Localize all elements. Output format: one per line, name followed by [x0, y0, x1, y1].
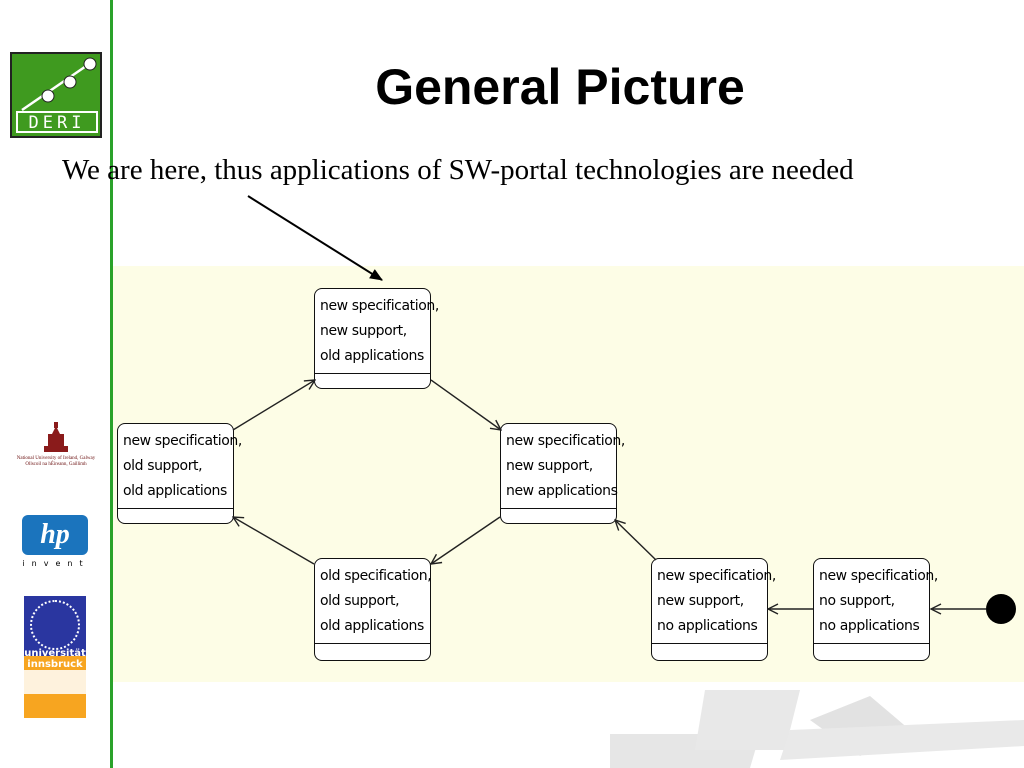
- state-separator: [501, 508, 616, 509]
- state-line: old specification,: [320, 568, 432, 584]
- state-line: old support,: [320, 593, 400, 609]
- nui-crest-icon: [44, 422, 68, 452]
- uibk-logo-band: [24, 670, 86, 694]
- slide-title: General Picture: [375, 59, 745, 115]
- state-line: old support,: [123, 458, 203, 474]
- state-new-spec-no-support-no-apps: new specification, no support, no applic…: [813, 558, 938, 661]
- hp-logo: hp invent: [18, 515, 94, 570]
- state-line: no support,: [819, 593, 895, 609]
- deri-logo-graphic: [21, 57, 97, 112]
- deri-logo: DERI: [10, 52, 102, 138]
- state-new-spec-new-support-no-apps: new specification, new support, no appli…: [651, 558, 776, 661]
- state-separator: [315, 643, 430, 644]
- state-line: no applications: [657, 618, 758, 634]
- uibk-seal-icon: [30, 600, 80, 650]
- state-line: new support,: [320, 323, 407, 339]
- state-line: old applications: [320, 348, 424, 364]
- nui-logo-line-1: National University of Ireland, Galway: [16, 456, 96, 461]
- state-line: new applications: [506, 483, 618, 499]
- state-new-spec-new-support-old-apps: new specification, new support, old appl…: [314, 288, 439, 389]
- state-separator: [315, 373, 430, 374]
- deri-logo-text: DERI: [16, 111, 98, 133]
- state-line: new support,: [506, 458, 593, 474]
- watermark-graphic: [610, 690, 1024, 768]
- state-separator: [814, 643, 929, 644]
- state-new-spec-old-support-old-apps: new specification, old support, old appl…: [117, 423, 242, 524]
- hp-logo-badge: hp: [22, 515, 88, 555]
- state-line: new specification,: [123, 433, 242, 449]
- state-separator: [118, 508, 233, 509]
- uibk-logo-line-1: universität: [24, 648, 86, 659]
- state-line: old applications: [123, 483, 227, 499]
- slide-subtitle: We are here, thus applications of SW-por…: [62, 154, 854, 186]
- state-line: new specification,: [819, 568, 938, 584]
- nui-logo-line-2: Ollscoil na hÉireann, Gaillimh: [25, 462, 87, 467]
- state-line: new specification,: [506, 433, 625, 449]
- state-line: new specification,: [320, 298, 439, 314]
- state-line: new support,: [657, 593, 744, 609]
- state-new-spec-new-support-new-apps: new specification, new support, new appl…: [500, 423, 625, 524]
- state-line: no applications: [819, 618, 920, 634]
- state-separator: [652, 643, 767, 644]
- accent-vertical-line: [110, 0, 113, 768]
- hp-logo-tagline: invent: [22, 559, 90, 568]
- uibk-logo-line-2: innsbruck: [27, 659, 83, 670]
- state-line: old applications: [320, 618, 424, 634]
- state-line: new specification,: [657, 568, 776, 584]
- uibk-logo: universität innsbruck: [24, 596, 86, 718]
- state-old-spec-old-support-old-apps: old specification, old support, old appl…: [314, 558, 432, 661]
- nui-galway-logo: National University of Ireland, Galway O…: [4, 422, 108, 482]
